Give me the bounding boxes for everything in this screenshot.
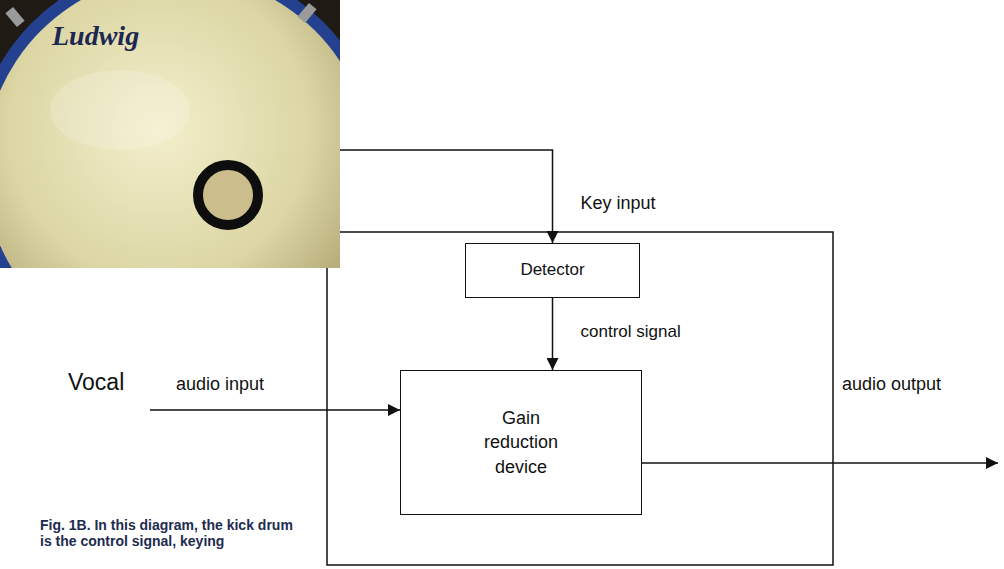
audio-input-arrow [150,409,400,411]
drum-hoop [0,0,340,268]
enclosure-outline [327,232,833,565]
node-text: Ludwig [52,20,139,52]
port-hole [198,165,258,225]
signal-arrow [552,298,554,370]
edge-label: control signal [579,322,683,342]
edge-label: Key input [579,193,658,215]
node-text: Gain reduction device [471,406,571,479]
drum-lug [5,7,24,27]
drum-head [0,0,340,268]
signal-arrow [340,150,553,243]
process-box: Gain reduction device [400,370,642,515]
figure-caption: Fig. 1B. In this diagram, the kick drum … [40,517,302,549]
audio-output-arrow [642,462,998,464]
drum-lug [297,3,316,23]
signal-label: audio input [174,374,266,396]
signal-label: audio output [840,374,943,396]
source-name: Vocal [66,369,126,397]
node-text: Detector [520,260,584,280]
kick-drum-photo-node: Ludwig [0,0,340,268]
process-box: Detector [465,243,640,298]
head-reflection [50,70,190,150]
kick-drum-photo [0,0,340,268]
